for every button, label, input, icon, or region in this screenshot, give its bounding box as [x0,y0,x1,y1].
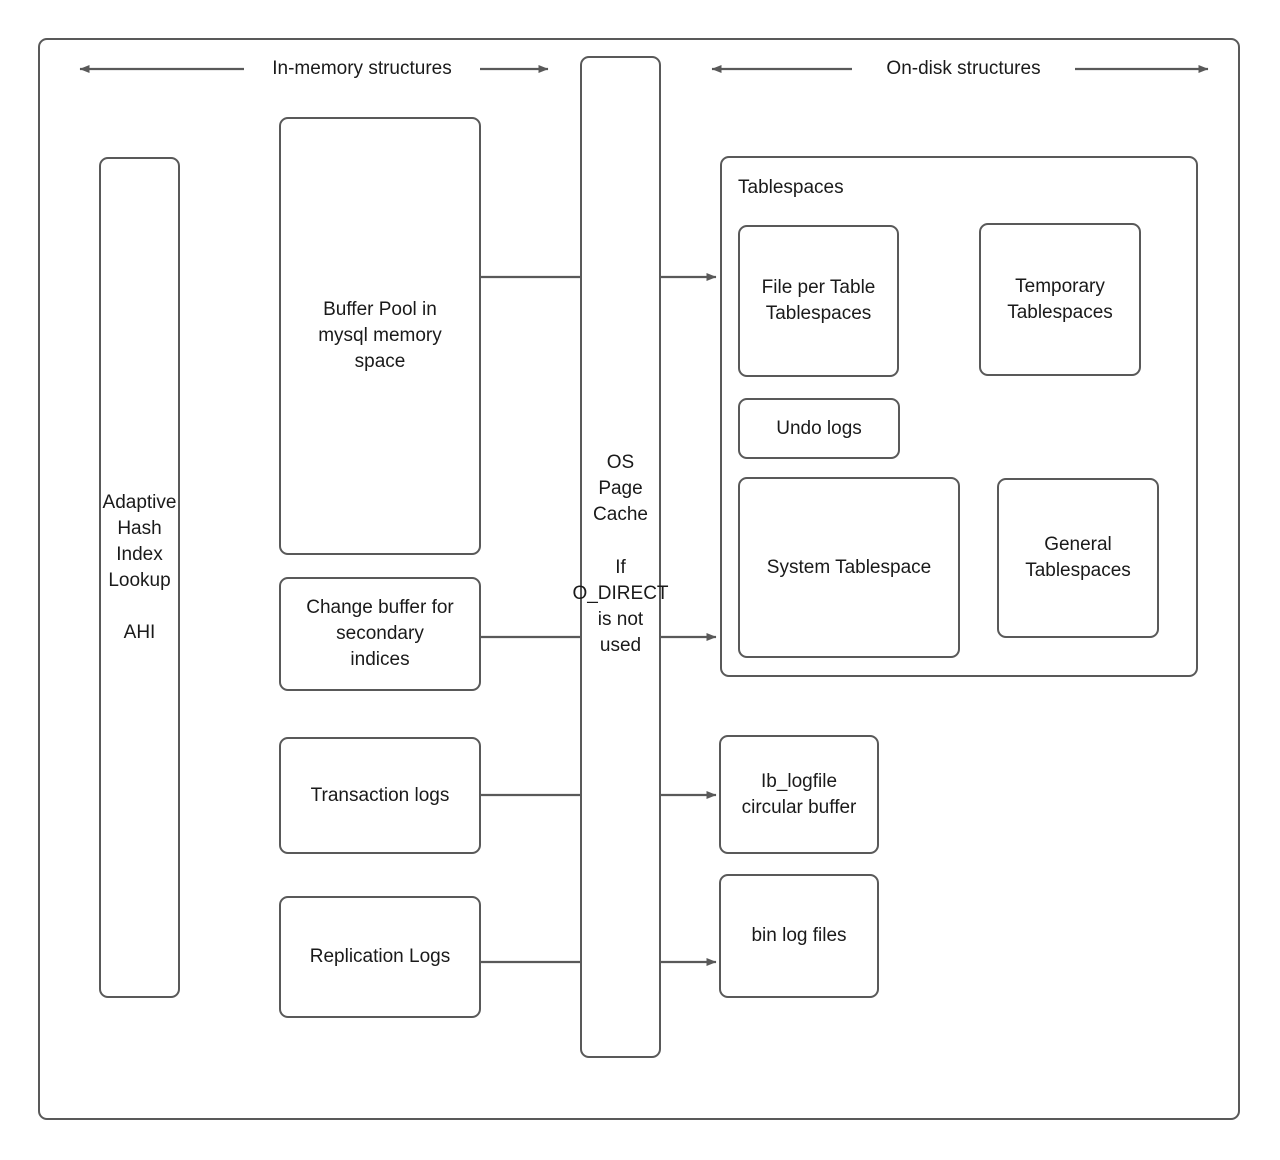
ib-logfile-box[interactable]: Ib_logfile circular buffer [719,735,879,854]
change-buffer-box[interactable]: Change buffer for secondary indices [279,577,481,691]
buffer-pool-box[interactable]: Buffer Pool in mysql memory space [279,117,481,555]
bin-log-files-box[interactable]: bin log files [719,874,879,998]
diagram-outer-frame [38,38,1240,1120]
transaction-logs-box[interactable]: Transaction logs [279,737,481,854]
temporary-tablespaces-box[interactable]: Temporary Tablespaces [979,223,1141,376]
undo-logs-box[interactable]: Undo logs [738,398,900,459]
header-label-in-memory: In-memory structures [272,58,452,79]
header-label-on-disk: On-disk structures [886,58,1041,79]
tablespaces-group-label: Tablespaces [738,177,844,198]
os-page-cache-box[interactable] [580,56,661,1058]
general-tablespaces-box[interactable]: General Tablespaces [997,478,1159,638]
replication-logs-box[interactable]: Replication Logs [279,896,481,1018]
system-tablespace-box[interactable]: System Tablespace [738,477,960,658]
file-per-table-tablespaces-box[interactable]: File per Table Tablespaces [738,225,899,377]
tablespaces-group [720,156,1198,677]
ahi-box[interactable] [99,157,180,998]
